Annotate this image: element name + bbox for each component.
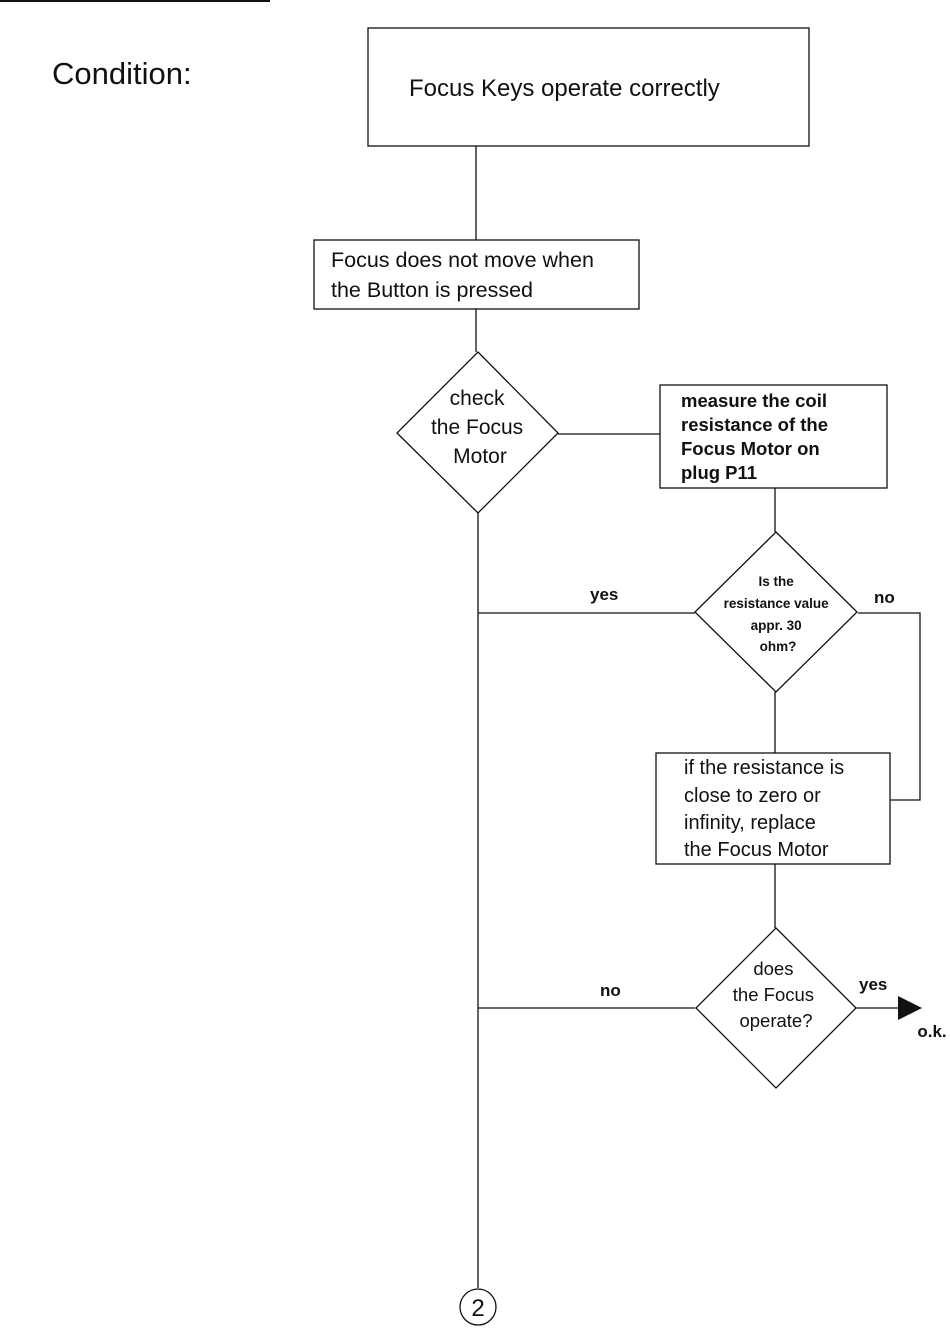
operate-no-label: no xyxy=(600,981,621,1000)
connector-circle xyxy=(459,1288,497,1326)
ok-terminal-label: o.k. xyxy=(917,1022,946,1041)
resistance-no-label: no xyxy=(874,588,895,607)
check-motor-diamond xyxy=(396,351,559,514)
focus-operate-diamond xyxy=(695,927,857,1089)
symptom-box-text: Focus does not move when the Button is p… xyxy=(331,248,600,302)
title-box xyxy=(367,27,810,147)
measure-box xyxy=(659,384,888,489)
resistance-question-diamond xyxy=(694,531,858,693)
title-box-text: Focus Keys operate correctly xyxy=(409,75,720,102)
resistance-yes-label: yes xyxy=(590,585,618,604)
condition-label: Condition: xyxy=(52,56,192,91)
check-motor-text: check the Focus Motor xyxy=(431,387,529,468)
measure-box-text: measure the coil resistance of the Focus… xyxy=(681,390,833,483)
operate-yes-label: yes xyxy=(859,975,887,994)
top-rule xyxy=(0,0,270,2)
resistance-question-text: Is the resistance value appr. 30 ohm? xyxy=(724,574,833,654)
yes-arrowhead-icon xyxy=(898,996,922,1020)
symptom-box xyxy=(313,239,640,310)
edge-resistance-no xyxy=(858,612,921,801)
focus-operate-text: does the Focus operate? xyxy=(733,958,819,1031)
connector-label: 2 xyxy=(471,1295,484,1322)
replace-box xyxy=(655,752,891,865)
replace-box-text: if the resistance is close to zero or in… xyxy=(684,757,850,861)
